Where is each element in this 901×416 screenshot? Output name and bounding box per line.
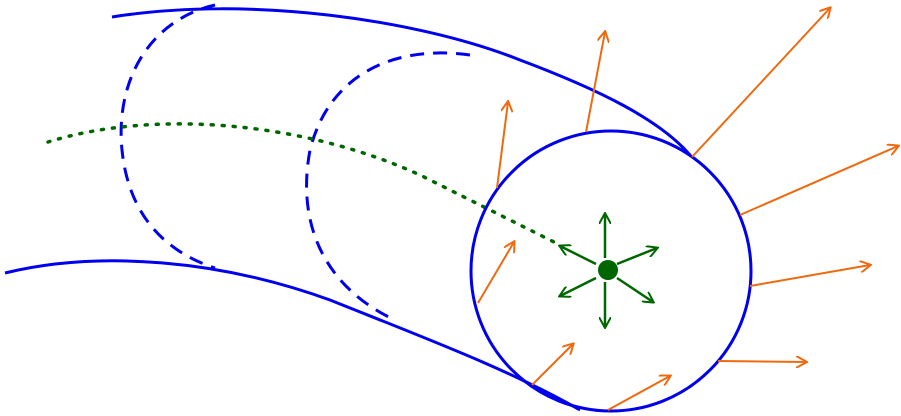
past-wavefront-1 <box>119 3 216 270</box>
current-wavefront-circle <box>469 129 753 413</box>
lower-envelope-curve <box>4 259 581 412</box>
outward-velocity-arrows <box>477 8 898 411</box>
past-wavefront-2 <box>305 51 471 322</box>
upper-envelope-curve <box>111 7 692 156</box>
center-point <box>598 260 618 280</box>
trajectory-path <box>46 122 562 247</box>
radial-arrows <box>560 214 657 327</box>
